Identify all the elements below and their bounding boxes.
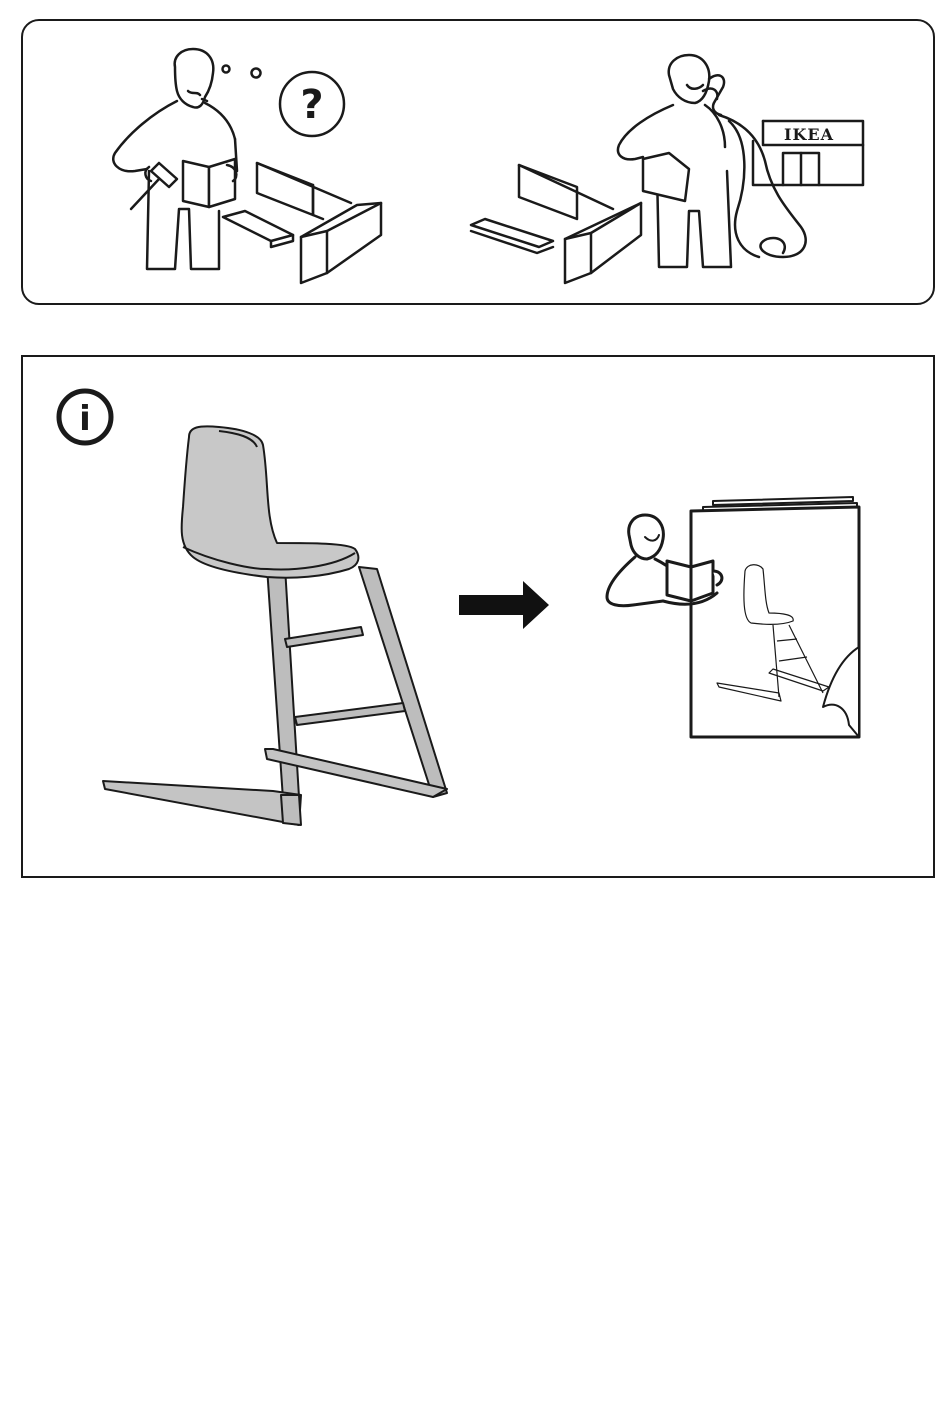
- instruction-booklet-icon: [183, 159, 236, 207]
- info-panel-illustration: i: [23, 357, 933, 876]
- chair-illustration: [103, 426, 447, 825]
- help-panel: ? IKEA: [21, 19, 935, 305]
- arrow-right-icon: [459, 581, 549, 629]
- info-panel: i: [21, 355, 935, 878]
- info-glyph: i: [79, 399, 91, 439]
- phone-icon: [703, 75, 806, 257]
- manual-booklet-icon: [691, 497, 859, 737]
- help-panel-illustration: ? IKEA: [23, 21, 933, 303]
- confused-assembler-icon: [113, 49, 237, 269]
- left-flatpack-parts: [223, 163, 381, 283]
- question-glyph: ?: [300, 82, 323, 128]
- store-sign: IKEA: [784, 125, 834, 144]
- right-flatpack-parts: [471, 165, 641, 283]
